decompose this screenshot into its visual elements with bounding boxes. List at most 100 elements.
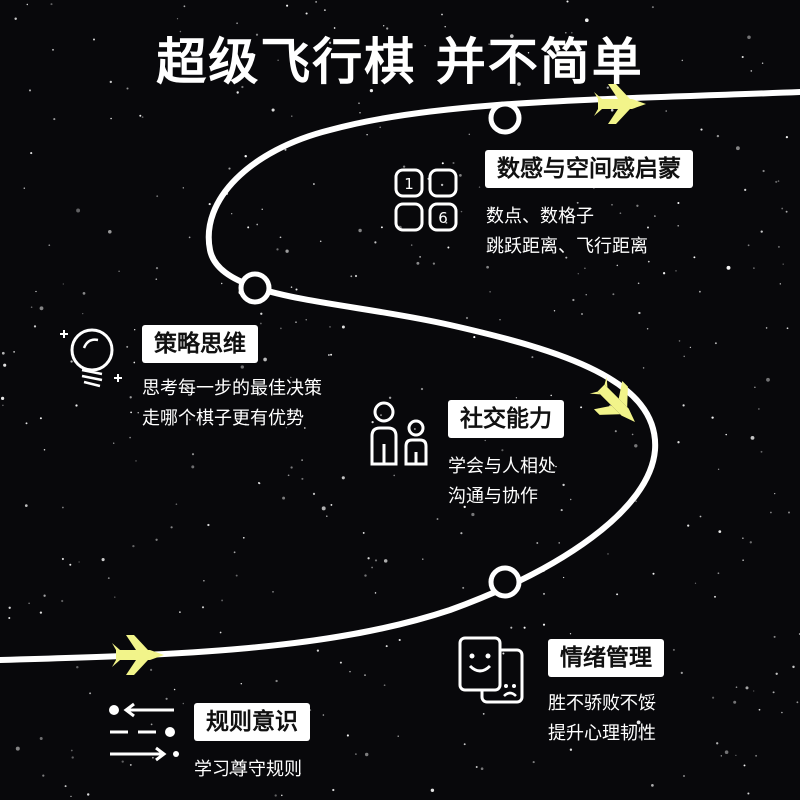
star (53, 118, 56, 121)
star (636, 204, 639, 207)
star (733, 700, 737, 704)
star (465, 316, 469, 320)
star (277, 59, 279, 61)
star (299, 772, 301, 775)
star (130, 411, 132, 414)
star (726, 265, 731, 270)
star (355, 753, 357, 755)
star (515, 397, 518, 399)
star (8, 616, 11, 620)
star (275, 679, 278, 683)
star (42, 774, 45, 777)
star (150, 723, 153, 726)
star (240, 365, 244, 369)
star (569, 748, 573, 751)
star (364, 574, 367, 577)
star (720, 755, 722, 757)
section-desc-strategy-2: 走哪个棋子更有优势 (142, 408, 304, 429)
star (414, 428, 416, 430)
star (62, 283, 64, 285)
star (699, 515, 702, 518)
star (654, 215, 656, 217)
path-node (488, 101, 522, 135)
star (725, 433, 727, 436)
star (379, 126, 382, 129)
star (638, 311, 641, 315)
star (634, 444, 638, 448)
star (201, 606, 205, 609)
star (284, 148, 287, 151)
star (191, 453, 195, 456)
star (717, 468, 720, 471)
star (380, 414, 382, 416)
star (203, 580, 205, 582)
star (716, 742, 719, 745)
star (129, 396, 132, 399)
star (13, 351, 15, 353)
star (69, 563, 72, 566)
star (786, 327, 789, 330)
star (486, 265, 489, 269)
star (282, 496, 286, 500)
star (207, 523, 210, 527)
star (39, 306, 44, 311)
star (782, 263, 784, 265)
star (287, 474, 290, 477)
star (82, 292, 86, 295)
star (482, 713, 485, 715)
star (576, 201, 579, 204)
star (550, 394, 552, 397)
star (155, 278, 158, 281)
star (276, 248, 279, 251)
star (290, 376, 292, 379)
star (319, 240, 322, 243)
star (779, 283, 781, 285)
star (281, 794, 283, 797)
star (278, 385, 280, 387)
star (777, 180, 780, 182)
star (397, 735, 399, 737)
star (383, 25, 385, 27)
page-title: 超级飞行棋 并不简单 (156, 33, 644, 91)
star (614, 430, 617, 433)
star (323, 9, 326, 12)
star (28, 602, 30, 605)
star (566, 0, 569, 3)
star (488, 43, 490, 45)
star (569, 498, 572, 501)
star (126, 345, 129, 348)
star (35, 290, 37, 293)
star (374, 559, 378, 562)
star (651, 784, 654, 787)
star (76, 208, 81, 213)
star (25, 422, 28, 425)
star (126, 87, 129, 90)
star (89, 692, 92, 695)
star (475, 766, 478, 768)
section-desc-numbers-1: 数点、数格子 (486, 206, 594, 227)
star (760, 230, 763, 233)
star (101, 558, 105, 562)
star (236, 91, 239, 94)
star (134, 329, 136, 331)
star (753, 690, 755, 692)
star (742, 537, 744, 539)
star (241, 85, 244, 89)
people-icon (370, 401, 428, 466)
star (565, 32, 567, 34)
section-desc-social-2: 沟通与协作 (448, 486, 538, 507)
star (39, 737, 43, 740)
star (562, 483, 565, 487)
star (422, 558, 424, 560)
emotion-faces-icon (458, 636, 524, 704)
star (460, 532, 463, 535)
star (301, 459, 303, 461)
star (156, 195, 159, 198)
star (635, 500, 637, 503)
star (612, 293, 615, 296)
star (61, 599, 64, 603)
star (585, 294, 587, 296)
star (233, 551, 236, 554)
star (228, 167, 231, 170)
star (274, 794, 277, 797)
